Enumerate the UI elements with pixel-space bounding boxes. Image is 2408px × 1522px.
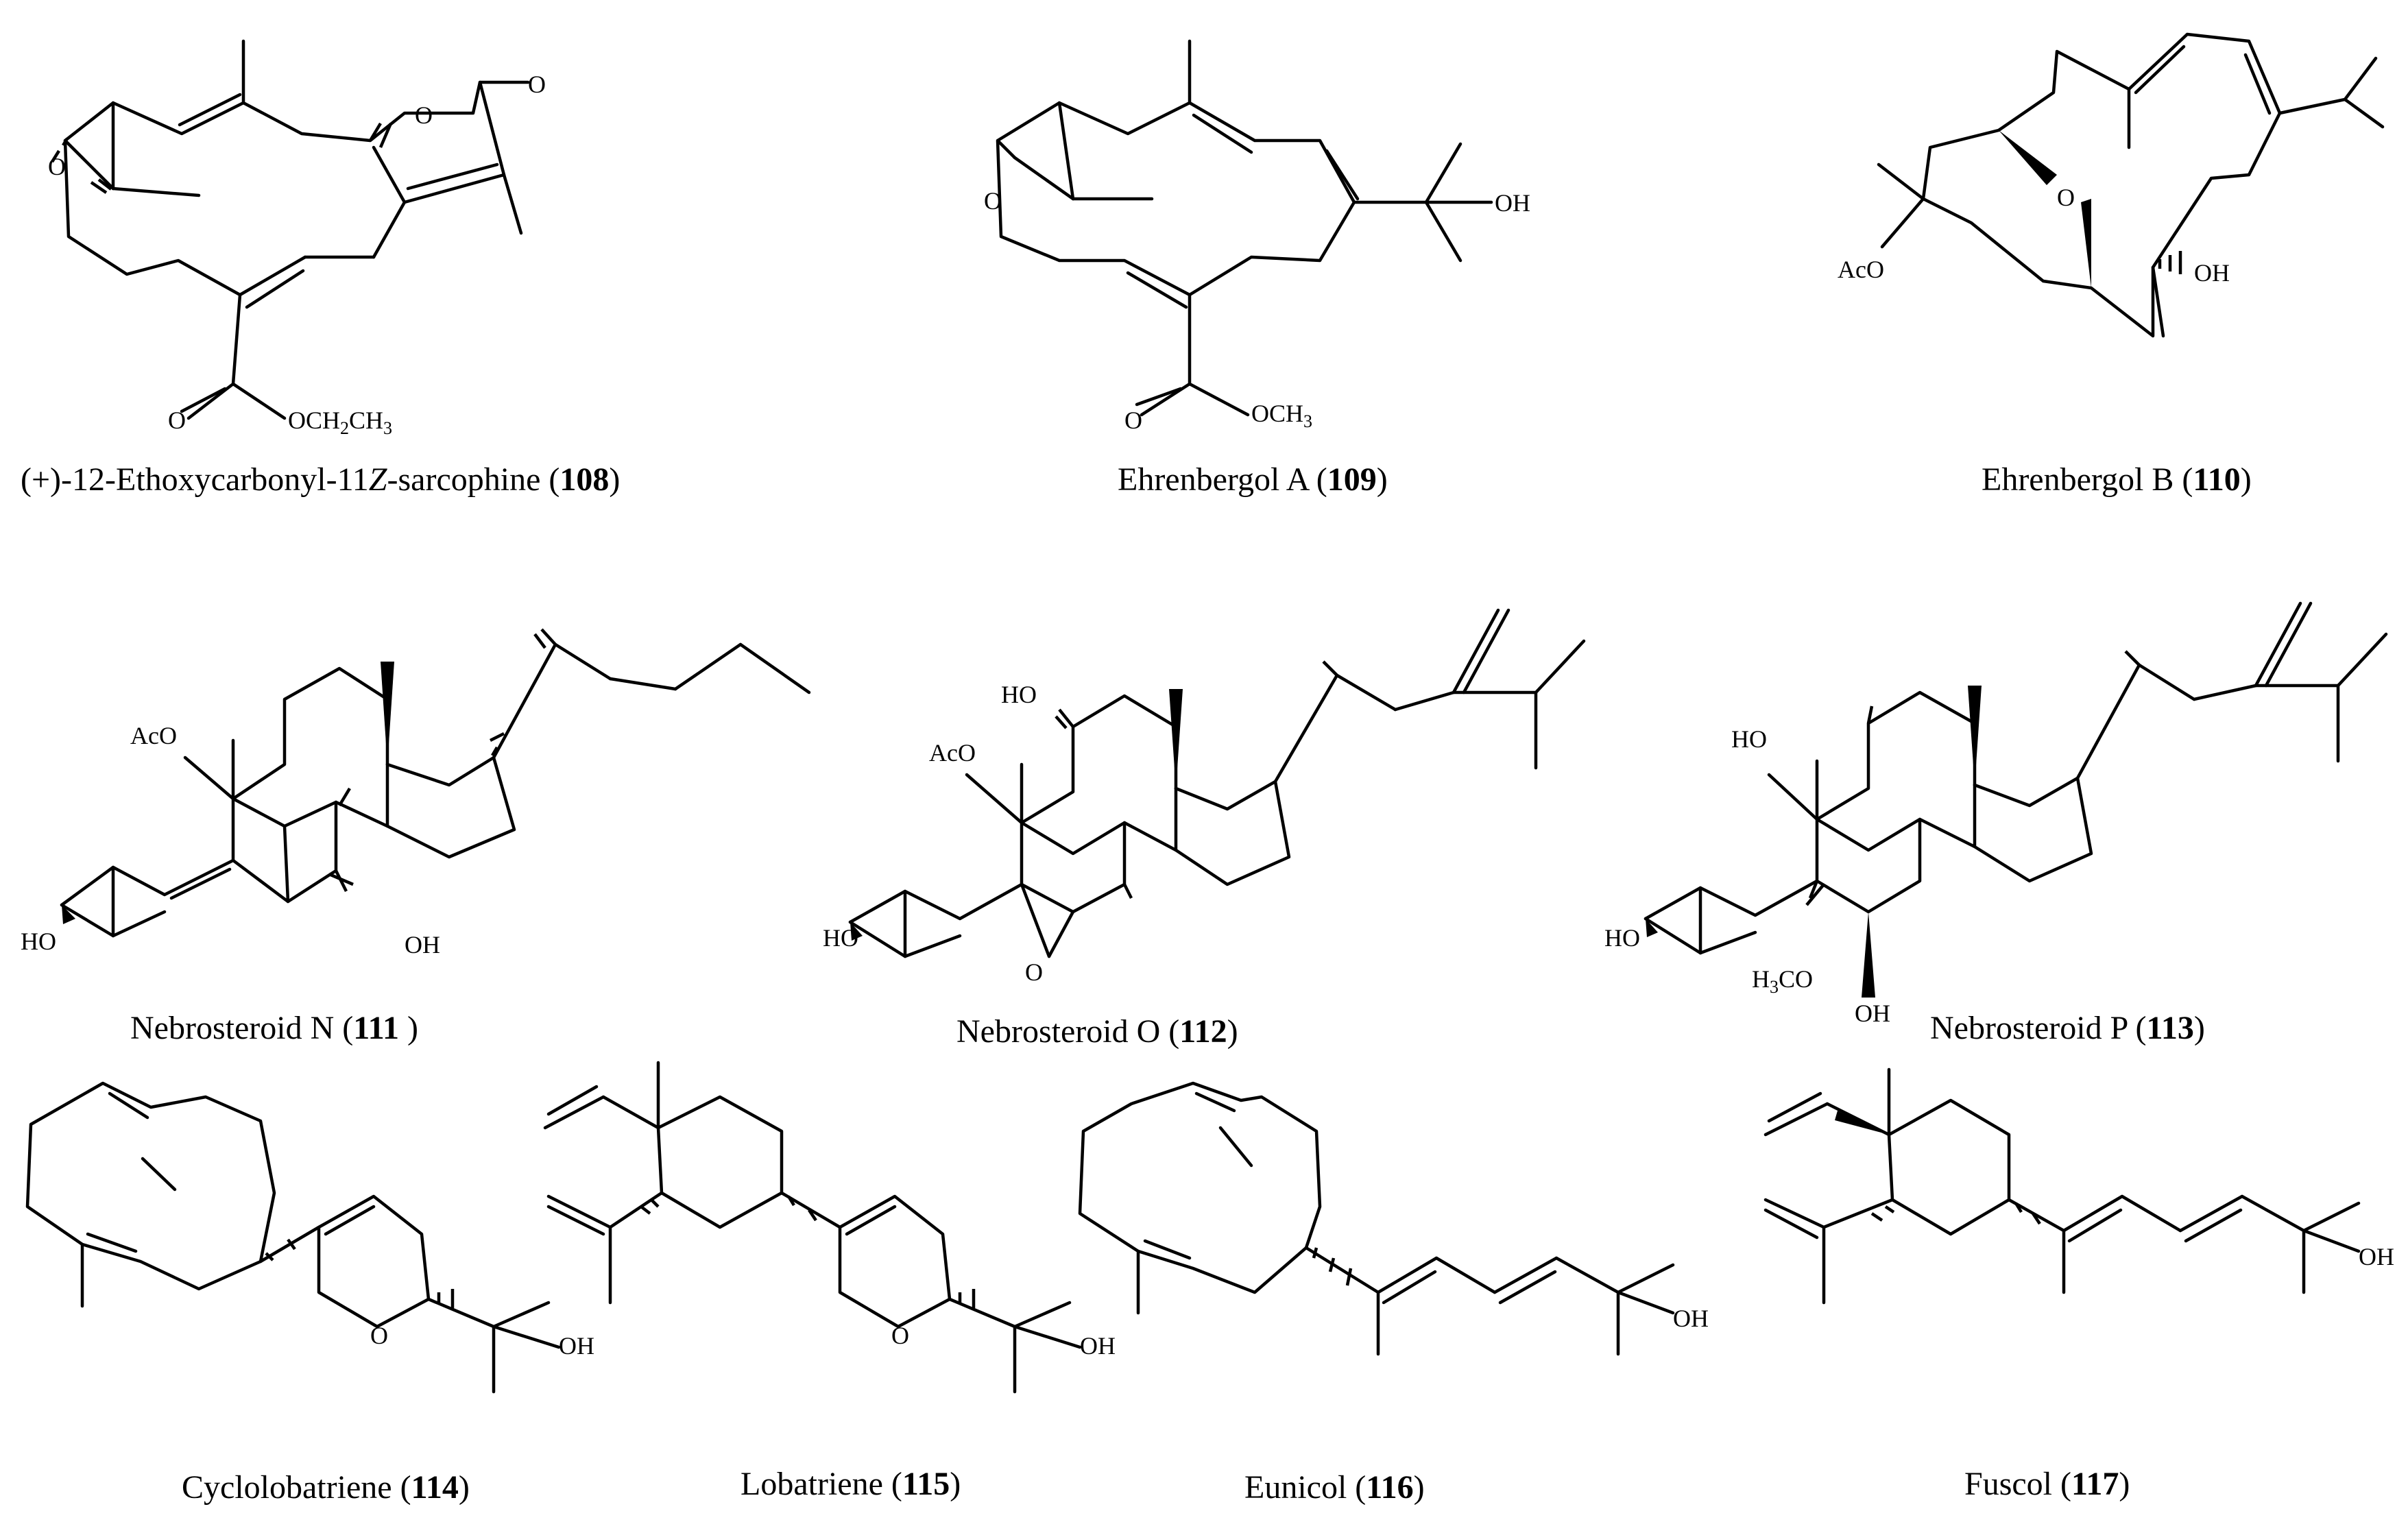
svg-text:OH: OH bbox=[559, 1332, 594, 1360]
svg-text:OH: OH bbox=[2359, 1243, 2394, 1270]
svg-text:O: O bbox=[2057, 184, 2075, 211]
svg-text:O: O bbox=[370, 1322, 388, 1349]
svg-text:HO: HO bbox=[1604, 924, 1640, 952]
svg-text:O: O bbox=[1124, 407, 1142, 434]
structure-113: HO HO H3CO OH bbox=[1604, 601, 2388, 1027]
structure-112: HO O HO AcO bbox=[823, 608, 1586, 986]
svg-text:O: O bbox=[415, 101, 433, 129]
structure-108: O O O O OCH2CH3 bbox=[48, 39, 546, 438]
structure-109: O OH O OCH3 bbox=[984, 39, 1530, 434]
structure-115: O OH bbox=[543, 1061, 1116, 1394]
caption-111: Nebrosteroid N (111 ) bbox=[130, 1010, 418, 1046]
svg-text:OCH3: OCH3 bbox=[1251, 400, 1312, 431]
svg-text:O: O bbox=[528, 71, 546, 98]
svg-text:H3CO: H3CO bbox=[1752, 965, 1813, 997]
svg-text:OH: OH bbox=[1855, 1000, 1890, 1027]
caption-112: Nebrosteroid O (112) bbox=[956, 1013, 1238, 1050]
structure-116: OH bbox=[1078, 1081, 1709, 1356]
svg-text:OH: OH bbox=[405, 931, 440, 958]
svg-text:HO: HO bbox=[21, 928, 56, 955]
svg-text:OH: OH bbox=[1080, 1332, 1116, 1360]
svg-text:OCH2CH3: OCH2CH3 bbox=[288, 407, 392, 438]
caption-117: Fuscol (117) bbox=[1964, 1466, 2130, 1502]
structure-111: HO OH AcO bbox=[21, 628, 811, 958]
caption-109: Ehrenbergol A (109) bbox=[1118, 461, 1388, 498]
caption-108: (+)-12-Ethoxycarbonyl-11Z-sarcophine (10… bbox=[21, 461, 620, 498]
caption-110: Ehrenbergol B (110) bbox=[1982, 461, 2252, 498]
caption-115: Lobatriene (115) bbox=[741, 1466, 961, 1502]
svg-text:OH: OH bbox=[2194, 259, 2230, 287]
svg-text:AcO: AcO bbox=[1838, 256, 1884, 283]
svg-text:O: O bbox=[1025, 958, 1043, 986]
structure-110: O AcO OH bbox=[1838, 32, 2385, 338]
svg-text:AcO: AcO bbox=[929, 739, 976, 766]
svg-text:AcO: AcO bbox=[130, 722, 177, 749]
structure-114: O OH bbox=[25, 1081, 594, 1394]
caption-113: Nebrosteroid P (113) bbox=[1930, 1010, 2205, 1046]
svg-text:OH: OH bbox=[1673, 1305, 1709, 1332]
svg-text:HO: HO bbox=[823, 924, 858, 952]
svg-text:OH: OH bbox=[1495, 189, 1530, 217]
svg-text:HO: HO bbox=[1731, 725, 1767, 753]
svg-text:O: O bbox=[168, 407, 186, 434]
svg-text:O: O bbox=[891, 1322, 909, 1349]
svg-text:O: O bbox=[984, 187, 1002, 215]
structure-117: OH bbox=[1763, 1067, 2394, 1305]
svg-text:HO: HO bbox=[1001, 681, 1037, 708]
svg-text:O: O bbox=[48, 153, 66, 180]
caption-114: Cyclolobatriene (114) bbox=[182, 1469, 470, 1506]
caption-116: Eunicol (116) bbox=[1244, 1469, 1425, 1506]
